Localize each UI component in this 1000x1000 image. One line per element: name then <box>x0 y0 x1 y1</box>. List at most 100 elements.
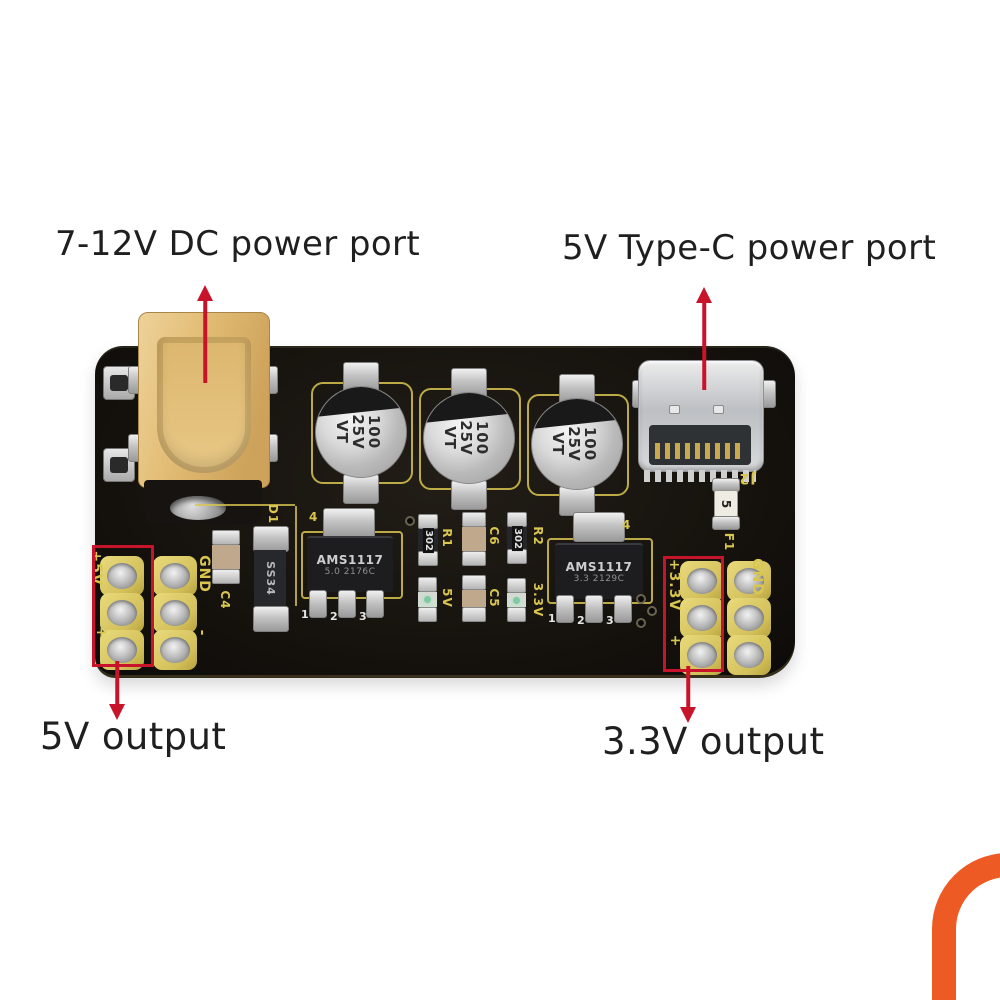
header-pin-gnd <box>153 593 197 633</box>
cap-marking-line: 100 <box>581 426 600 462</box>
dc-barrel-jack <box>128 312 278 524</box>
smd-terminal <box>462 575 486 590</box>
header-pin-gnd <box>727 635 771 675</box>
header-pin-5v <box>100 630 144 670</box>
cap-marking-line: 100 <box>365 414 384 450</box>
led33v-silkscreen-label: 3.3V <box>531 582 545 618</box>
cap-marking-line: VT <box>440 426 459 450</box>
header-pin-33v <box>680 561 724 601</box>
reg-pin-number: 1 <box>301 608 309 621</box>
capacitor-c4 <box>212 530 240 584</box>
smd-body <box>462 527 486 551</box>
reg-marking-line2: 3.3 2129C <box>573 574 625 584</box>
smd-body: 302 <box>507 525 527 551</box>
fuse-marking: 5 <box>718 499 733 509</box>
reg-lead <box>556 595 574 623</box>
fuse-pad <box>712 516 740 530</box>
arrow-head-icon <box>197 285 213 301</box>
reg-marking-line1: AMS1117 <box>565 560 633 574</box>
arrow-stem <box>115 661 119 706</box>
smd-terminal <box>418 577 437 592</box>
minus-silkscreen-label: - <box>752 637 768 645</box>
via <box>405 516 415 526</box>
edge-pad <box>103 448 135 482</box>
capacitor-c6 <box>462 512 486 566</box>
header-pin-gnd <box>153 556 197 596</box>
c5-silkscreen-label: C5 <box>487 588 501 608</box>
typec-latch-hole <box>669 405 680 414</box>
smd-terminal <box>507 512 527 527</box>
electrolytic-capacitor: 100 25V VT <box>423 392 515 484</box>
regulator-ams1117-5v: AMS1117 5.0 2176C <box>307 536 393 592</box>
led-5v <box>418 577 437 622</box>
smd-body <box>462 590 486 607</box>
header-pin-5v <box>100 593 144 633</box>
smd-terminal <box>212 569 240 584</box>
cap-marking-line: VT <box>332 420 351 444</box>
typec-pins <box>655 443 745 459</box>
jack-plastic-body <box>138 312 270 488</box>
reg-tab <box>323 508 375 538</box>
smd-terminal <box>418 514 438 529</box>
c4-silkscreen-label: C4 <box>218 590 232 610</box>
dc-port-label: 7-12V DC power port <box>55 224 421 264</box>
led-die <box>424 596 431 603</box>
cap-marking-line: 25V <box>457 420 476 456</box>
smd-body <box>212 545 240 569</box>
resistor-value: 302 <box>511 525 523 551</box>
cap-solder-tab <box>343 474 379 504</box>
reg-pin-number: 2 <box>577 614 585 627</box>
via <box>647 606 657 616</box>
cap-marking: 100 25V VT <box>532 399 622 489</box>
d1-silkscreen-label: D1 <box>266 503 280 525</box>
resistor-r1: 302 <box>418 514 438 566</box>
arrow-stem <box>686 666 690 709</box>
smd-terminal <box>418 607 437 622</box>
jack-barrel-opening <box>170 496 226 520</box>
cap-marking-line: 25V <box>349 414 368 450</box>
electrolytic-capacitor: 100 25V VT <box>531 398 623 490</box>
reg-lead <box>338 590 356 618</box>
reg-pin-number: 2 <box>330 610 338 623</box>
gnd-silkscreen-label: GND <box>196 555 212 593</box>
typec-connector <box>638 360 764 472</box>
via <box>636 618 646 628</box>
cap-marking-line: 100 <box>473 420 492 456</box>
diode-terminal <box>253 606 289 632</box>
dc-port-arrow-icon <box>197 285 213 383</box>
smd-terminal <box>507 578 526 593</box>
arrow-head-icon <box>696 287 712 303</box>
smd-terminal <box>418 551 438 566</box>
typec-port-arrow-icon <box>696 287 712 390</box>
reg-lead <box>614 595 632 623</box>
r1-silkscreen-label: R1 <box>440 528 454 548</box>
reg-lead <box>309 590 327 618</box>
smd-terminal <box>507 607 526 622</box>
gnd-silkscreen-label: GND <box>749 558 765 596</box>
reg-lead <box>366 590 384 618</box>
diode-ss34: SS34 <box>254 550 286 606</box>
smd-terminal <box>507 549 527 564</box>
c6-silkscreen-label: C6 <box>487 526 501 546</box>
led-body <box>418 592 437 607</box>
f1-silkscreen-label: F1 <box>722 532 736 552</box>
led-body <box>507 593 526 607</box>
output-33v-arrow-icon <box>680 666 696 723</box>
reg-pin-number: 1 <box>548 612 556 625</box>
diode-marking: SS34 <box>263 560 277 596</box>
cap-marking: 100 25V VT <box>424 393 514 483</box>
cap-marking: 100 25V VT <box>316 387 406 477</box>
cap-marking-line: VT <box>548 432 567 456</box>
smd-terminal <box>462 551 486 566</box>
reg-pin-number: 3 <box>606 614 614 627</box>
header-pin-gnd <box>727 561 771 601</box>
silkscreen-line <box>195 504 295 506</box>
output-33v-label: 3.3V output <box>602 720 825 763</box>
reg-tab <box>573 512 625 542</box>
typec-port-label: 5V Type-C power port <box>562 228 937 268</box>
output-5v-label: 5V output <box>40 715 227 758</box>
via <box>636 594 646 604</box>
highlight-rect-33v-output <box>663 556 724 672</box>
j2-silkscreen-label: J2 <box>738 470 756 486</box>
smd-terminal <box>462 512 486 527</box>
